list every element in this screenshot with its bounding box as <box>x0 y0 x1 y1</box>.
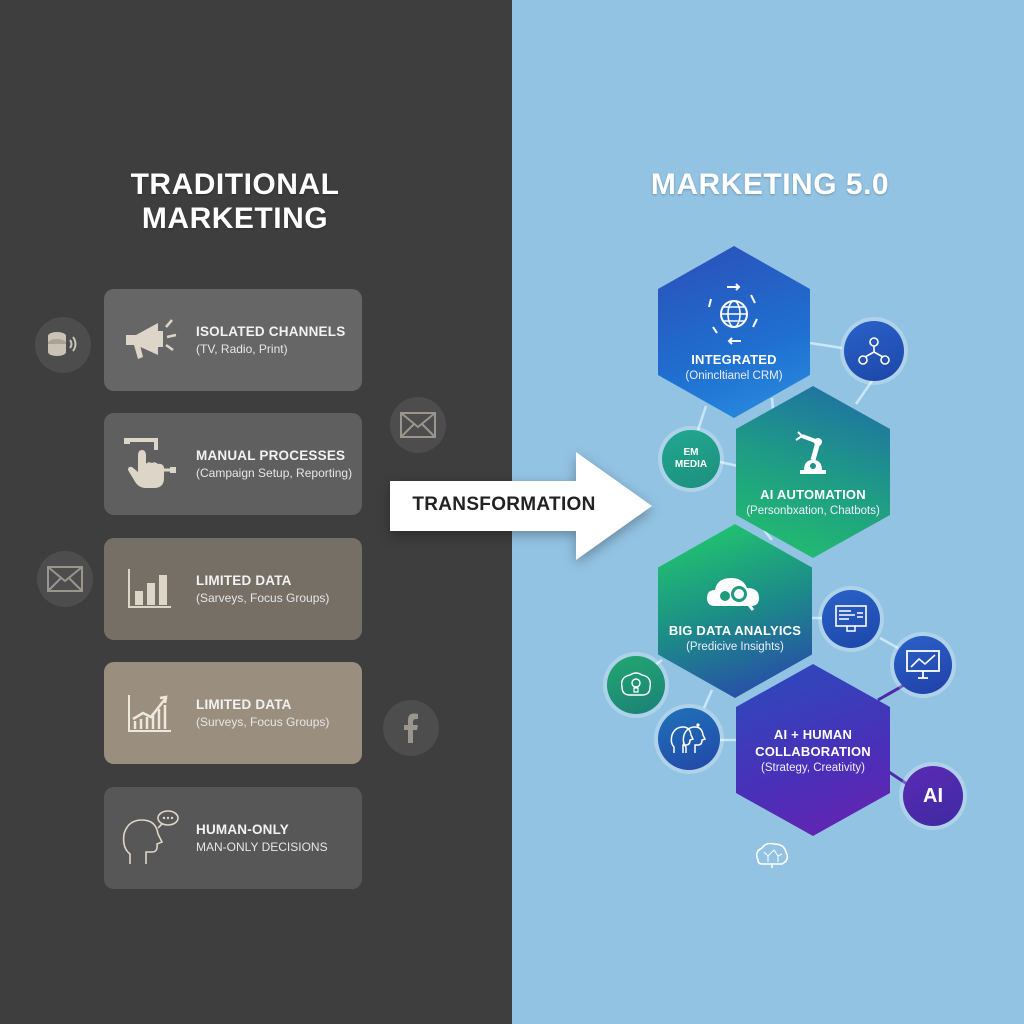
card-heading: MANUAL PROCESSES <box>196 448 346 463</box>
hex-subtext: (Personbxation, Chatbots) <box>746 504 880 517</box>
envelope-icon <box>390 397 446 453</box>
card-limited-data-2: LIMITED DATA (Surveys, Focus Groups) <box>104 662 362 764</box>
card-subtext: (TV, Radio, Print) <box>196 342 288 356</box>
card-heading: HUMAN-ONLY <box>196 822 289 837</box>
card-subtext: (Surveys, Focus Groups) <box>196 715 330 729</box>
two-heads-icon <box>658 708 720 770</box>
brain-icon <box>752 842 792 875</box>
card-human-only: HUMAN-ONLY MAN-ONLY DECISIONS <box>104 787 362 889</box>
robot-arm-icon <box>795 430 826 474</box>
card-subtext: (Campaign Setup, Reporting) <box>196 466 353 480</box>
hex-heading-line-2: COLLABORATION <box>755 744 871 759</box>
social-media-node: EM MEDIA <box>662 430 720 488</box>
hex-ai-automation: AI AUTOMATION (Personbxation, Chatbots) <box>736 386 890 558</box>
node-label-line-2: MEDIA <box>674 459 708 470</box>
title-line-2: MARKETING <box>141 202 329 235</box>
transformation-label: TRANSFORMATION <box>412 494 596 515</box>
hex-heading-line-1: AI + HUMAN <box>773 727 853 742</box>
envelope-icon <box>37 551 93 607</box>
hex-ai-human-collaboration: AI + HUMAN COLLABORATION (Strategy, Crea… <box>736 664 890 836</box>
cloud-analytics-icon <box>707 577 759 611</box>
node-label-line-1: EM <box>683 447 699 458</box>
card-isolated-channels: ISOLATED CHANNELS (TV, Radio, Print) <box>104 289 362 391</box>
trend-chart-icon <box>104 662 196 764</box>
bar-chart-icon <box>104 538 196 640</box>
hex-subtext: (Onincltianel CRM) <box>685 369 783 382</box>
card-heading: ISOLATED CHANNELS <box>196 324 346 339</box>
title-line-1: TRADITIONAL <box>130 168 340 201</box>
hex-subtext: (Strategy, Creativity) <box>761 762 865 774</box>
hex-heading: AI AUTOMATION <box>760 486 866 502</box>
hex-big-data-analytics: BIG DATA ANALYICS (Predicive Insights) <box>658 524 812 698</box>
dashboard-screen-icon <box>822 590 880 648</box>
ai-lightbulb-icon: AI <box>903 766 963 826</box>
card-limited-data-1: LIMITED DATA (Sarveys, Focus Groups) <box>104 538 362 640</box>
human-head-icon <box>104 787 196 889</box>
network-people-icon <box>844 321 904 381</box>
hex-heading: BIG DATA ANALYICS <box>668 622 802 638</box>
megaphone-icon <box>104 289 196 391</box>
card-subtext: (Sarveys, Focus Groups) <box>196 591 330 605</box>
card-subtext: MAN-ONLY DECISIONS <box>196 840 328 854</box>
hex-heading: INTEGRATED <box>691 351 777 367</box>
ai-label: AI <box>923 785 943 807</box>
pointing-hand-icon <box>104 413 196 515</box>
card-heading: LIMITED DATA <box>196 573 292 588</box>
database-broadcast-icon <box>35 317 91 373</box>
facebook-icon <box>383 700 439 756</box>
brain-lightbulb-icon <box>607 656 665 714</box>
traditional-marketing-title: TRADITIONAL MARKETING <box>100 168 370 236</box>
card-heading: LIMITED DATA <box>196 697 292 712</box>
trend-monitor-icon <box>894 636 952 694</box>
marketing-5-title: MARKETING 5.0 <box>650 168 890 201</box>
hex-subtext: (Predicive Insights) <box>686 640 784 653</box>
transformation-arrow <box>390 452 652 560</box>
card-manual-processes: MANUAL PROCESSES (Campaign Setup, Report… <box>104 413 362 515</box>
globe-arrows-icon <box>708 282 758 345</box>
